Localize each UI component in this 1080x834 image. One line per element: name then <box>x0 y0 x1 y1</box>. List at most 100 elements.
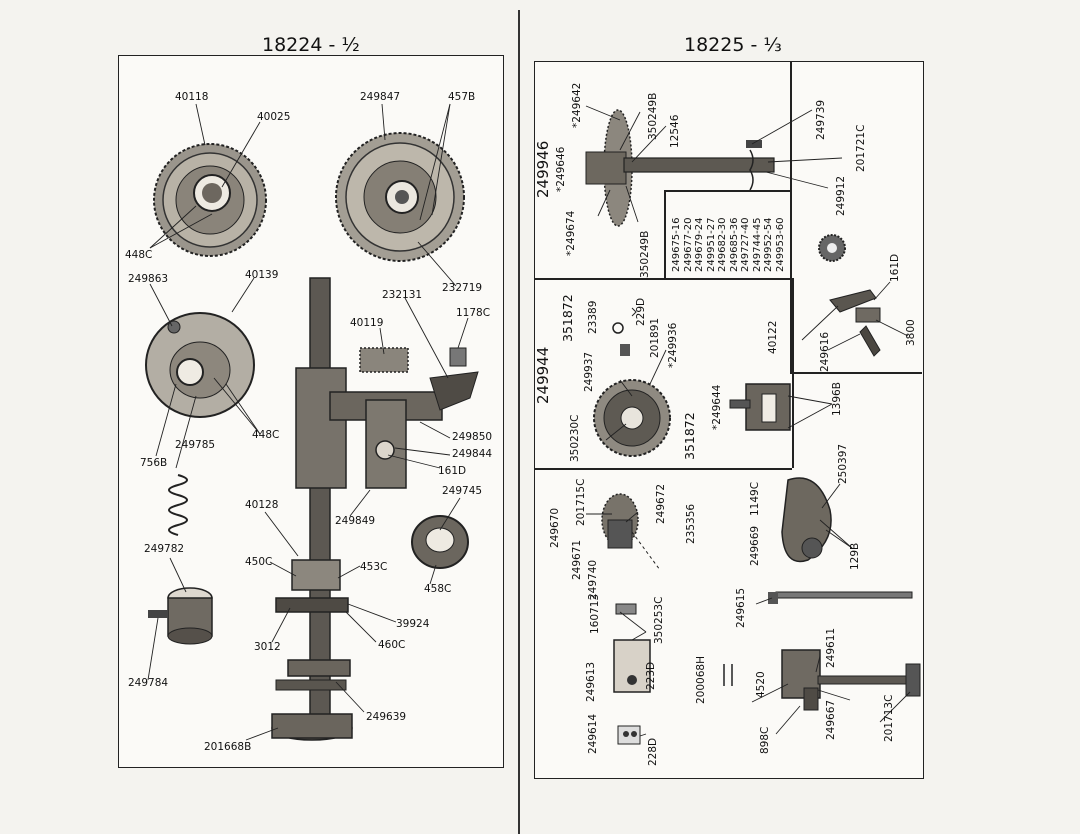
part-label-249937: 249937 <box>583 351 595 392</box>
part-label-448c-a: 448C <box>125 249 153 261</box>
collar-249782 <box>148 587 213 645</box>
disc-40139 <box>145 312 255 418</box>
part-label-40118: 40118 <box>175 91 209 103</box>
small-parts-351872 <box>612 307 637 356</box>
part-label-249616: 249616 <box>819 331 831 372</box>
gear-size-item: 249682-30 <box>717 217 728 272</box>
gear-size-item: 249744-45 <box>751 217 763 272</box>
assembly-label-249946: 249946 <box>534 140 552 198</box>
part-label-40025: 40025 <box>257 111 291 123</box>
part-label-200068h: 200068H <box>695 656 707 704</box>
rod-249615 <box>768 591 913 604</box>
right-parts-drawing <box>585 105 921 745</box>
part-label-249667: 249667 <box>825 699 837 740</box>
part-label-249615: 249615 <box>735 587 747 628</box>
divider-list-box-left <box>664 190 666 278</box>
assembly-label-249944: 249944 <box>534 346 552 404</box>
part-label-201715c: 201715C <box>575 478 587 526</box>
assembly-249946 <box>585 109 775 227</box>
part-label-350249b-a: 350249B <box>647 92 659 140</box>
part-label-3800: 3800 <box>905 319 917 346</box>
shaft-249611 <box>781 649 921 711</box>
gear-size-item: 249677-20 <box>682 217 694 272</box>
lever-3800 <box>829 289 881 357</box>
part-label-23389: 23389 <box>587 300 599 334</box>
part-label-228d: 228D <box>647 737 659 766</box>
part-label-249850: 249850 <box>452 431 493 443</box>
part-label-249740: 249740 <box>587 559 599 600</box>
divider-right-panel-h <box>790 372 922 374</box>
part-label-232719: 232719 <box>442 282 483 294</box>
part-label-249642: *249642 <box>571 82 583 128</box>
small-gear <box>818 234 846 262</box>
gear-size-item: 249952-54 <box>763 217 774 272</box>
part-label-458c: 458C <box>424 583 452 595</box>
part-label-161d: 161D <box>438 465 467 477</box>
part-label-249646: *249646 <box>555 146 567 192</box>
part-label-453c: 453C <box>360 561 388 573</box>
main-shaft-assembly <box>271 277 479 741</box>
part-label-223d: 223D <box>645 661 657 690</box>
part-label-898c: 898C <box>759 726 771 754</box>
block-249613 <box>613 603 651 693</box>
part-label-249912: 249912 <box>835 175 847 216</box>
wheel-249672 <box>601 493 661 571</box>
gear-249847 <box>335 132 465 262</box>
left-parts-drawing <box>145 103 479 741</box>
gear-40118 <box>153 143 267 257</box>
part-label-4520: 4520 <box>755 671 767 698</box>
part-label-249671: 249671 <box>571 539 583 580</box>
gear-size-item: 249727-40 <box>740 217 751 272</box>
part-label-249614: 249614 <box>587 713 599 754</box>
divider-right-panel-v <box>790 61 792 373</box>
part-label-39924: 39924 <box>396 618 430 630</box>
part-label-201721c: 201721C <box>855 124 867 172</box>
part-label-350253c: 350253C <box>653 596 665 644</box>
part-label-161d-r: 161D <box>889 253 901 282</box>
gear-size-item: 249675-16 <box>671 217 682 272</box>
part-label-249639: 249639 <box>366 711 407 723</box>
part-label-250397: 250397 <box>837 443 849 484</box>
part-label-249674: *249674 <box>565 210 577 256</box>
gear-size-item: 249951-27 <box>705 217 717 272</box>
part-label-129b: 129B <box>849 542 861 570</box>
part-label-40122: 40122 <box>767 320 779 354</box>
part-label-249745: 249745 <box>442 485 483 497</box>
part-label-249613: 249613 <box>585 661 597 702</box>
right-page-title: 18225 - ⅓ <box>684 34 782 56</box>
right-page: 18225 - ⅓ <box>520 0 1080 834</box>
part-label-40139: 40139 <box>245 269 279 281</box>
left-page-title: 18224 - ½ <box>262 34 360 56</box>
left-page: 18224 - ½ <box>0 0 515 834</box>
part-label-249669: 249669 <box>749 525 761 566</box>
gear-size-item: 249685-36 <box>728 217 740 272</box>
assembly-label-351872-a: 351872 <box>560 294 575 342</box>
part-label-249670: 249670 <box>549 507 561 548</box>
part-label-448c-b: 448C <box>252 429 280 441</box>
cam-250397 <box>781 477 832 563</box>
part-label-460c: 460C <box>378 639 406 651</box>
part-label-1396b: 1396B <box>831 382 843 416</box>
part-label-249611: 249611 <box>825 627 837 668</box>
gear-351872 <box>593 379 671 457</box>
nut-249745 <box>411 515 469 569</box>
part-label-40119: 40119 <box>350 317 384 329</box>
part-label-450c: 450C <box>245 556 273 568</box>
part-label-249785: 249785 <box>175 439 216 451</box>
part-label-249644: *249644 <box>711 384 723 430</box>
part-label-249936: *249936 <box>667 322 679 368</box>
part-label-249784: 249784 <box>128 677 169 689</box>
part-label-201713c: 201713C <box>883 694 895 742</box>
part-label-249672: 249672 <box>655 483 667 524</box>
part-label-229d: 229D <box>635 297 647 326</box>
part-label-235356: 235356 <box>685 503 697 544</box>
part-label-1149c: 1149C <box>749 481 761 516</box>
part-label-756b: 756B <box>140 457 168 469</box>
part-label-249782: 249782 <box>144 543 185 555</box>
divider-top <box>534 278 792 280</box>
divider-list-box-top <box>664 190 792 192</box>
part-label-1178c: 1178C <box>456 307 491 319</box>
yoke-1396b <box>729 383 791 431</box>
part-label-457b: 457B <box>448 91 476 103</box>
plate-249614 <box>617 725 641 745</box>
